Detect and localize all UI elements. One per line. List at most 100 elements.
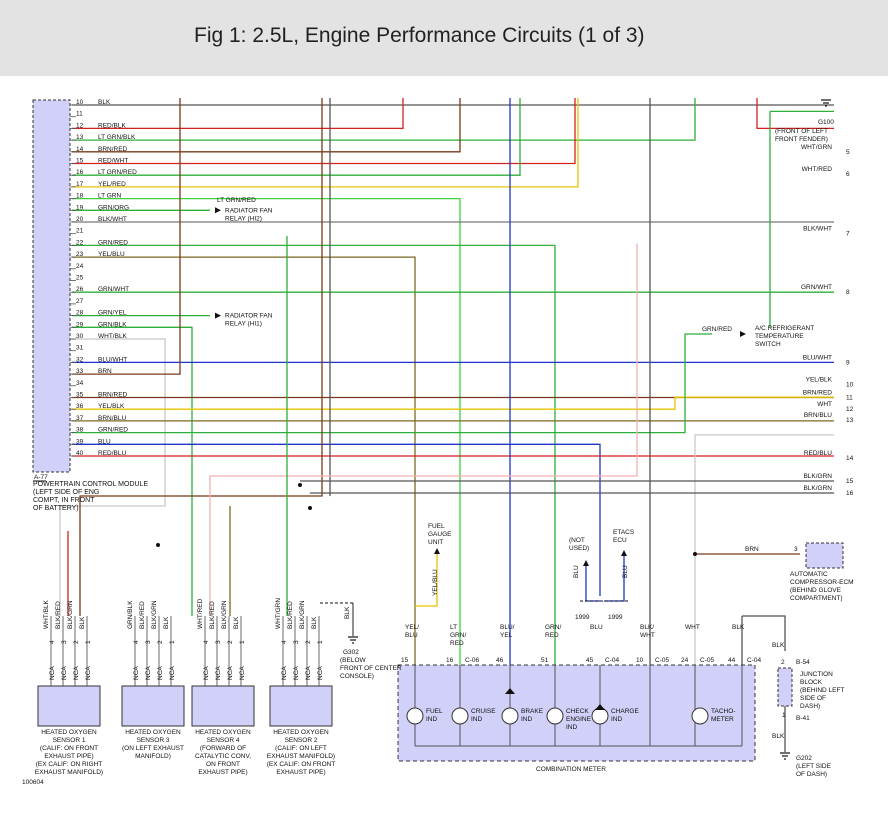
junction-block-label: JUNCTION [800, 671, 833, 678]
pin-number: 16 [76, 169, 84, 176]
sensor-pin: 1 [85, 640, 92, 644]
pcm-label: OF BATTERY) [33, 505, 79, 512]
pin-number: 14 [76, 146, 84, 153]
g202-location: (LEFT SIDE [796, 763, 832, 770]
arrow-icon [740, 331, 746, 337]
pin-number: 36 [76, 403, 84, 410]
oxygen-sensor [269, 685, 333, 727]
junction-block-label: SIDE OF [800, 695, 826, 702]
wire-18-ltgrn [72, 197, 461, 666]
sensor-nca: NCA [317, 666, 324, 680]
not-used-label: USED) [569, 545, 589, 552]
indicator-label: TACHO- [711, 708, 735, 715]
pin-wire-label: GRN/RED [98, 239, 128, 246]
pin-wire-label: RED/WHT [98, 158, 128, 165]
pin-number: 24 [76, 263, 84, 270]
meter-wire-label: GRN/ [450, 632, 466, 639]
pin-number: 20 [76, 216, 84, 223]
right-wire-label: BLK/GRN [803, 485, 832, 492]
wire-17-yel-red [72, 98, 579, 188]
continuation-number: 15 [846, 478, 854, 485]
meter-connector: C-04 [605, 657, 619, 664]
sensor-wire-label: BLK/RED [55, 601, 62, 629]
right-wire-label: BRN/RED [803, 390, 833, 397]
fan-relay-hi1-label: RADIATOR FAN [225, 313, 273, 320]
indicator-label: IND [611, 716, 623, 723]
continuation-number: 6 [846, 171, 850, 178]
wire-14-brn-red [72, 98, 461, 153]
pin-number: 28 [76, 310, 84, 317]
sensor-label: (EX CALIF: ON FRONT [267, 761, 336, 768]
right-wire-label: BLK/WHT [803, 226, 832, 233]
indicator-label: METER [711, 716, 734, 723]
sensor-nca: NCA [49, 666, 56, 680]
wire-etacs [604, 556, 625, 602]
fan-relay-hi1-label: RELAY (HI1) [225, 321, 262, 328]
pcm-label: POWERTRAIN CONTROL MODULE [33, 481, 148, 488]
ac-switch-label: A/C REFRIGERANT [755, 325, 814, 332]
sensor-wire-label: BLK/GRN [151, 600, 158, 629]
sensor-nca: NCA [61, 666, 68, 680]
g302-location: CONSOLE) [340, 673, 374, 680]
g202-label: G202 [796, 755, 812, 762]
meter-wire-label: BLK [732, 624, 745, 631]
auto-comp-label: (BEHIND GLOVE [790, 587, 842, 594]
arrow-icon [583, 560, 589, 566]
right-wire-label: RED/BLU [804, 450, 832, 457]
continuation-number: 9 [846, 359, 850, 366]
meter-wire-label: BLU/ [500, 624, 515, 631]
continuation-number: 5 [846, 149, 850, 156]
fan-relay-hi2-label: RELAY (HI2) [225, 215, 262, 222]
right-wire-label: BLK/GRN [803, 473, 832, 480]
blu-label: BLU [622, 565, 629, 578]
indicator-label: IND [471, 716, 483, 723]
sensor-nca: NCA [215, 666, 222, 680]
sensor-label: HEATED OXYGEN [273, 729, 329, 736]
pin-wire-label: RED/BLK [98, 122, 126, 129]
component-layer [32, 99, 844, 762]
sensor-pin: 3 [61, 640, 68, 644]
pin-wire-label: BRN/RED [98, 392, 128, 399]
sensor-nca: NCA [85, 666, 92, 680]
g302-label: G302 [343, 649, 359, 656]
sensor-label: HEATED OXYGEN [125, 729, 181, 736]
pin-wire-label: GRN/ORG [98, 204, 129, 211]
sensor-label: EXHAUST PIPE) [276, 769, 325, 776]
sensor-wire-label: BLK/RED [287, 601, 294, 629]
pin-wire-label: LT GRN/BLK [98, 134, 136, 141]
sensor-wire-label: WHT/RED [197, 598, 204, 629]
diode-icon [595, 704, 605, 710]
sensor-wire-label: BLK/GRN [221, 600, 228, 629]
pin-wire-label: GRN/RED [98, 427, 128, 434]
pin-number: 11 [76, 111, 83, 118]
fuel-gauge-wire: YEL/BLU [432, 569, 439, 596]
sensor-wire-label: BLK/RED [209, 601, 216, 629]
pin-wire-label: BLK [98, 99, 111, 106]
sensor-nca: NCA [157, 666, 164, 680]
sensor-pin: 4 [203, 640, 210, 644]
indicator-label: ENGINE [566, 716, 592, 723]
sensor-label: EXHAUST PIPE) [198, 769, 247, 776]
arrow-icon [215, 207, 221, 214]
sensor-wire-label: BLK [311, 616, 318, 629]
pin-number: 17 [76, 181, 84, 188]
sensor-nca: NCA [145, 666, 152, 680]
jb-pin: 2 [781, 659, 785, 666]
sensor-wire-label: WHT/BLK [43, 599, 50, 629]
wire-15-red-wht [72, 98, 576, 165]
ac-switch-label: TEMPERATURE [755, 333, 804, 340]
page-title: Fig 1: 2.5L, Engine Performance Circuits… [194, 24, 645, 47]
continuation-number: 7 [846, 231, 850, 238]
sensor-wire-label: BLK [163, 616, 170, 629]
right-wire-label: WHT/GRN [801, 144, 832, 151]
meter-pin: 51 [541, 657, 549, 664]
title-bar: Fig 1: 2.5L, Engine Performance Circuits… [0, 0, 888, 76]
junction-block [777, 667, 793, 707]
sensor-label: SENSOR 3 [137, 737, 170, 744]
pcm-module [32, 99, 71, 473]
pin-number: 18 [76, 193, 84, 200]
sensor-wire-label: BLK [233, 616, 240, 629]
jb-pin: 1 [782, 712, 786, 719]
not-used-label: (NOT [569, 537, 585, 544]
indicator-label: IND [566, 724, 578, 731]
